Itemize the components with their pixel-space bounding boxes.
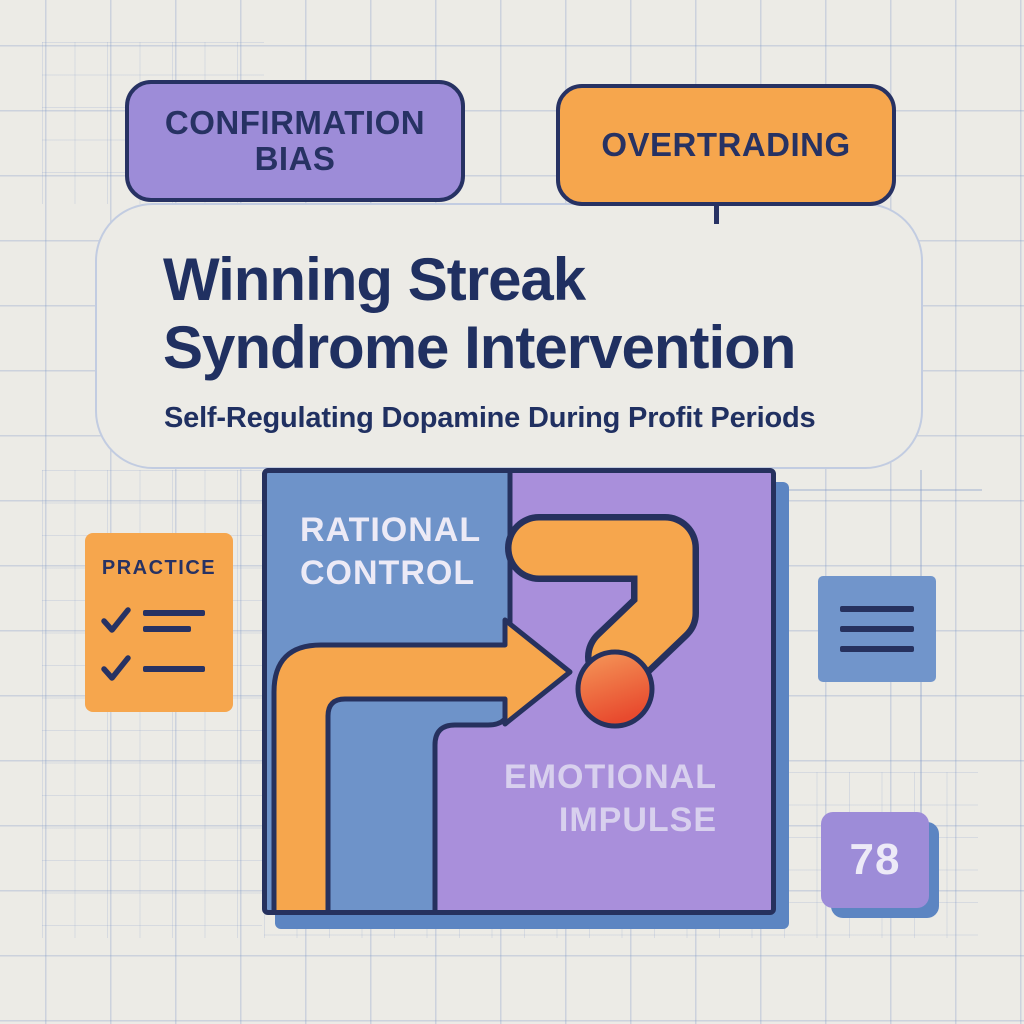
page-subtitle: Self-Regulating Dopamine During Profit P… [164, 402, 816, 434]
rational-control-label: RATIONAL CONTROL [300, 509, 481, 594]
text-bar [143, 625, 191, 632]
check-icon [101, 607, 131, 633]
redirect-arrow-icon [271, 617, 573, 910]
list-lines-icon [840, 626, 914, 632]
emotional-label-line2: IMPULSE [558, 800, 717, 839]
confirmation-bias-label-line2: BIAS [254, 140, 336, 177]
connector-tick [714, 204, 719, 224]
notes-box [818, 576, 936, 682]
dopamine-pathway-icon [505, 514, 699, 691]
practice-card: PRACTICE [85, 533, 233, 712]
overtrading-badge: OVERTRADING [556, 84, 896, 206]
text-bar [143, 665, 205, 672]
confirmation-bias-label-line1: CONFIRMATION [164, 103, 426, 141]
score-value: 78 [849, 835, 901, 884]
page-title-line1: Winning Streak [163, 246, 586, 313]
diagram-graphic [271, 473, 771, 910]
confirmation-bias-badge: CONFIRMATION BIAS [125, 80, 465, 202]
emotional-label-line1: EMOTIONAL [504, 758, 717, 796]
page-title: Winning Streak Syndrome Intervention [163, 246, 796, 382]
practice-list-item [101, 655, 205, 682]
rational-label-line1: RATIONAL [300, 511, 482, 549]
practice-list-item [101, 607, 205, 634]
emotional-impulse-label: EMOTIONAL IMPULSE [504, 756, 717, 841]
list-lines-icon [840, 606, 914, 612]
practice-card-title: PRACTICE [101, 557, 217, 579]
score-box: 78 [821, 812, 929, 908]
page-title-line2: Syndrome Intervention [163, 313, 796, 381]
grid-line-horizontal [778, 489, 982, 491]
title-frame-outline [95, 203, 923, 469]
list-item-text-bars [143, 609, 205, 632]
intervention-diagram: RATIONAL CONTROL EMOTIONAL IMPULSE [262, 468, 776, 915]
list-lines-icon [840, 646, 914, 652]
text-bar [143, 609, 205, 616]
check-icon [101, 655, 131, 681]
impulse-dot-icon [575, 649, 655, 729]
overtrading-label: OVERTRADING [601, 125, 851, 163]
rational-label-line2: CONTROL [300, 553, 476, 592]
list-item-text-bars [143, 665, 205, 672]
